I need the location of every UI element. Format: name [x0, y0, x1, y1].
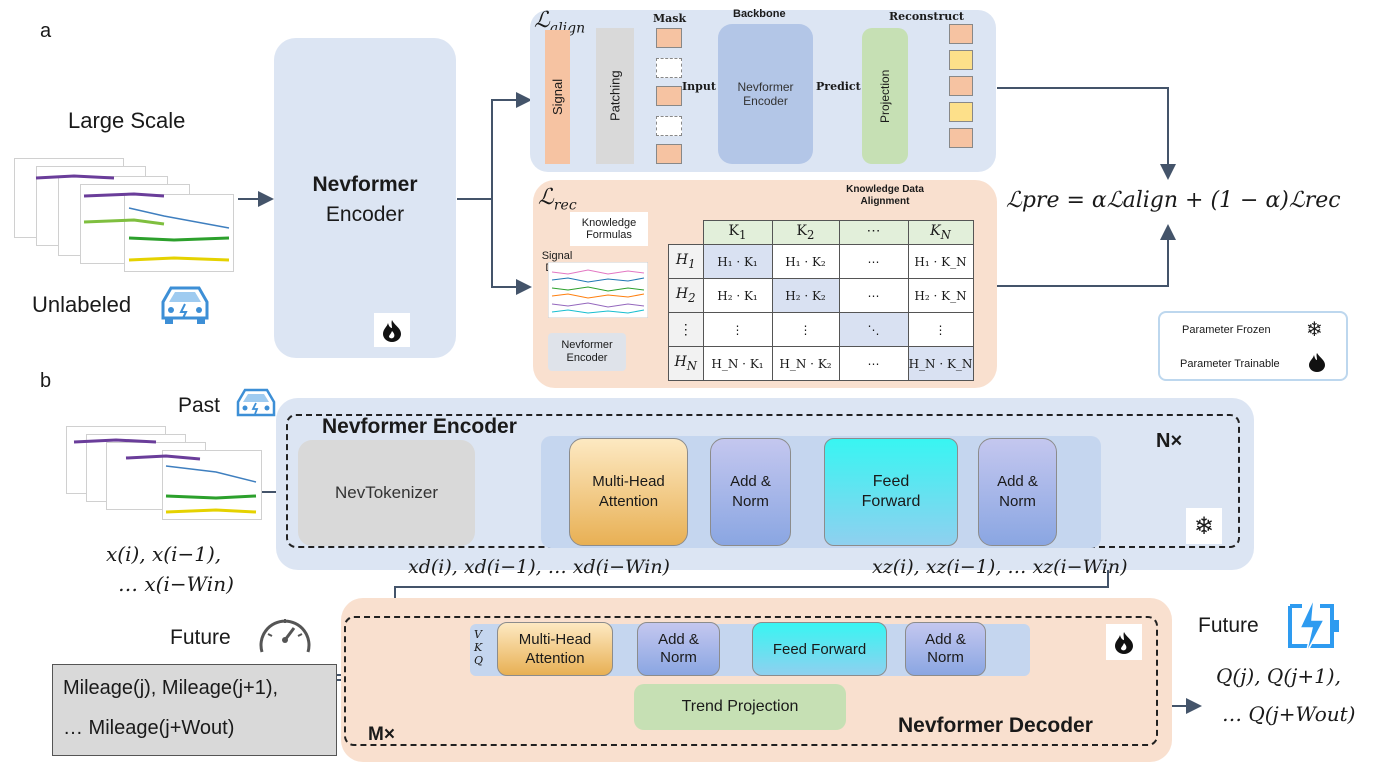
alignment-note: Knowledge Data Alignment: [846, 184, 924, 207]
matrix-cell: ⋮: [702, 312, 773, 347]
backbone-encoder-block: Nevformer Encoder: [718, 24, 813, 164]
k-header: KN: [907, 220, 974, 245]
decoder-dashed-frame: [344, 616, 1158, 746]
panel-b-letter: b: [40, 370, 52, 392]
fire-icon: [1309, 353, 1325, 372]
m-times-label: M×: [368, 724, 395, 745]
decoder-title: Nevformer Decoder: [898, 714, 1093, 737]
encoder-addnorm-1: Add & Norm: [710, 438, 791, 546]
snowflake-icon: ❄: [1186, 508, 1222, 544]
decoder-ffn-block: Feed Forward: [752, 622, 887, 676]
nevtokenizer-block: NevTokenizer: [298, 440, 475, 546]
h-label: H1: [668, 244, 704, 279]
xd-sequence: xd(i), xd(i−1), … xd(i−Win): [408, 556, 670, 578]
legend-trainable-label: Parameter Trainable: [1180, 358, 1280, 370]
decoder-addnorm-1: Add & Norm: [637, 622, 720, 676]
mileage-line1: Mileage(j), Mileage(j+1),: [63, 677, 279, 699]
encoder-b-title: Nevformer Encoder: [322, 415, 517, 438]
reconstruct-label: Reconstruct: [889, 10, 965, 23]
signal-data-plot: [548, 262, 648, 318]
matrix-cell: H₂ · K_N: [907, 278, 974, 313]
large-scale-label: Large Scale: [68, 108, 186, 133]
patching-block: Patching: [596, 28, 634, 164]
decoder-mha-block: Multi-Head Attention: [497, 622, 613, 676]
past-inputs-line1: x(i), x(i−1),: [106, 542, 222, 566]
snowflake-icon: ❄: [1306, 319, 1323, 341]
matrix-cell: ⋱: [838, 312, 909, 347]
q-output-line1: Q(j), Q(j+1),: [1216, 664, 1341, 688]
matrix-cell: ⋯: [838, 244, 909, 279]
matrix-cell: H_N · K₂: [771, 346, 840, 381]
k-header: K1: [702, 220, 773, 245]
matrix-cell: ⋮: [771, 312, 840, 347]
pretrain-encoder-block: Nevformer Encoder: [274, 38, 456, 358]
mask-label: Mask: [653, 12, 687, 25]
future-label: Future: [170, 626, 231, 649]
xz-sequence: xz(i), xz(i−1), … xz(i−Win): [872, 556, 1128, 578]
encoder-ffn-block: Feed Forward: [824, 438, 958, 546]
encoder-addnorm-2: Add & Norm: [978, 438, 1057, 546]
predict-label: Predict: [816, 80, 861, 93]
car-icon: [236, 388, 276, 417]
k-header: ⋯: [838, 220, 909, 245]
matrix-cell: H₁ · K₁: [702, 244, 773, 279]
masked-patches: [656, 28, 682, 168]
matrix-cell: H_N · K_N: [907, 346, 974, 381]
rec-encoder-box: Nevformer Encoder: [548, 333, 626, 371]
battery-bolt-icon: [1288, 597, 1339, 655]
past-label: Past: [178, 394, 221, 417]
legend-frozen-label: Parameter Frozen: [1182, 324, 1271, 336]
mileage-input-box: Mileage(j), Mileage(j+1), … Mileage(j+Wo…: [52, 664, 337, 756]
matrix-cell: ⋮: [907, 312, 974, 347]
signal-thumbnails-b: [66, 426, 266, 526]
matrix-cell: H₂ · K₁: [702, 278, 773, 313]
matrix-cell: H_N · K₁: [702, 346, 773, 381]
input-label: Input: [682, 80, 716, 93]
fire-icon: [374, 313, 410, 347]
backbone-label: Backbone: [733, 8, 786, 20]
car-icon: [161, 286, 209, 324]
legend-box: Parameter Frozen ❄ Parameter Trainable: [1158, 311, 1348, 381]
h-label: HN: [668, 346, 704, 381]
knowledge-formulas-box: Knowledge Formulas: [570, 212, 648, 246]
speedometer-icon: [259, 619, 311, 653]
past-inputs-line2: … x(i−Win): [118, 572, 234, 596]
matrix-cell: H₂ · K₂: [771, 278, 840, 313]
unlabeled-label: Unlabeled: [32, 292, 132, 317]
matrix-cell: ⋯: [838, 278, 909, 313]
decoder-addnorm-2: Add & Norm: [905, 622, 986, 676]
matrix-cell: H₁ · K₂: [771, 244, 840, 279]
encoder-mha-block: Multi-Head Attention: [569, 438, 688, 546]
projection-block: Projection: [862, 28, 908, 164]
h-label: ⋮: [668, 312, 704, 347]
future-output-label: Future: [1198, 614, 1259, 637]
encoder-title: Nevformer: [312, 173, 418, 196]
pretrain-loss-formula: ℒpre = αℒalign + (1 − α)ℒrec: [1006, 188, 1341, 213]
h-label: H2: [668, 278, 704, 313]
fire-icon: [1106, 624, 1142, 660]
mileage-line2: … Mileage(j+Wout): [63, 717, 235, 739]
matrix-cell: ⋯: [838, 346, 909, 381]
panel-a-letter: a: [40, 20, 52, 42]
q-output-line2: … Q(j+Wout): [1222, 702, 1356, 726]
trend-projection-block: Trend Projection: [634, 684, 846, 730]
n-times-label: N×: [1156, 430, 1183, 452]
matrix-cell: H₁ · K_N: [907, 244, 974, 279]
signal-block: Signal: [545, 30, 570, 164]
encoder-subtitle: Encoder: [325, 203, 405, 226]
k-header: K2: [771, 220, 840, 245]
rec-loss-label: ℒrec: [538, 185, 577, 214]
signal-thumbnails-a: [14, 158, 244, 278]
reconstructed-patches: [949, 24, 975, 150]
knowledge-matrix: K1 K2 ⋯ KN H1 H₁ · K₁ H₁ · K₂ ⋯ H₁ · K_N…: [668, 220, 974, 381]
